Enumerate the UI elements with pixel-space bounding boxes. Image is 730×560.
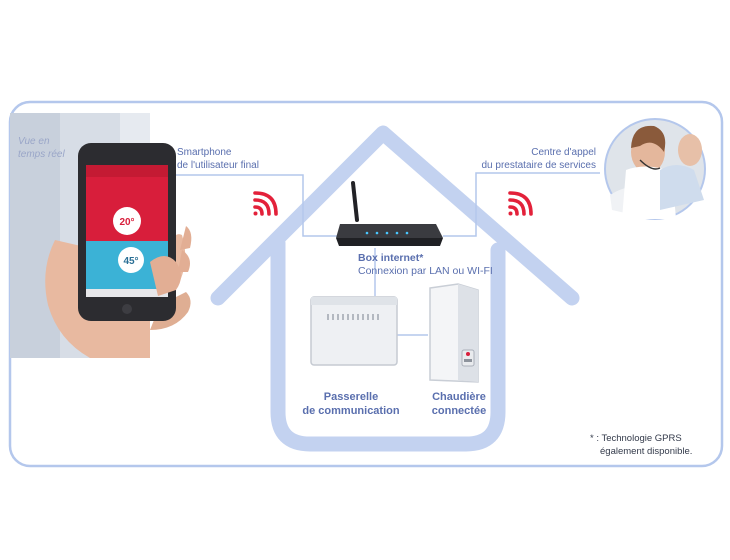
call-center-photo [604, 118, 706, 220]
boiler-label: Chaudière connectée [431, 391, 487, 417]
room-temp-dial [113, 207, 141, 235]
connected-boiler [429, 283, 479, 383]
wifi-icon [508, 191, 533, 216]
gateway-label: Passerelle de communication [302, 391, 400, 417]
box-to-callcenter-line [443, 172, 600, 237]
footnote: * : Technologie GPRS également disponibl… [590, 433, 693, 457]
phone-to-box-line [172, 174, 338, 237]
router [336, 181, 443, 246]
thumb [150, 256, 181, 296]
water-temp-value: 45° [123, 256, 138, 267]
house-outline [210, 125, 580, 452]
box-internet-label: Box internet* Connexion par LAN ou WI-FI [358, 252, 493, 277]
callcenter-label: Centre d'appel du prestataire de service… [481, 147, 596, 171]
smartphone-label: Smartphone de l'utilisateur final [177, 147, 259, 171]
realtime-label: Vue en temps réel [18, 136, 65, 160]
room-temp-value: 20° [119, 217, 134, 228]
communication-gateway [310, 296, 398, 366]
smartphone-photo [10, 113, 192, 358]
water-temp-dial [118, 247, 144, 273]
wifi-icon [253, 191, 278, 216]
